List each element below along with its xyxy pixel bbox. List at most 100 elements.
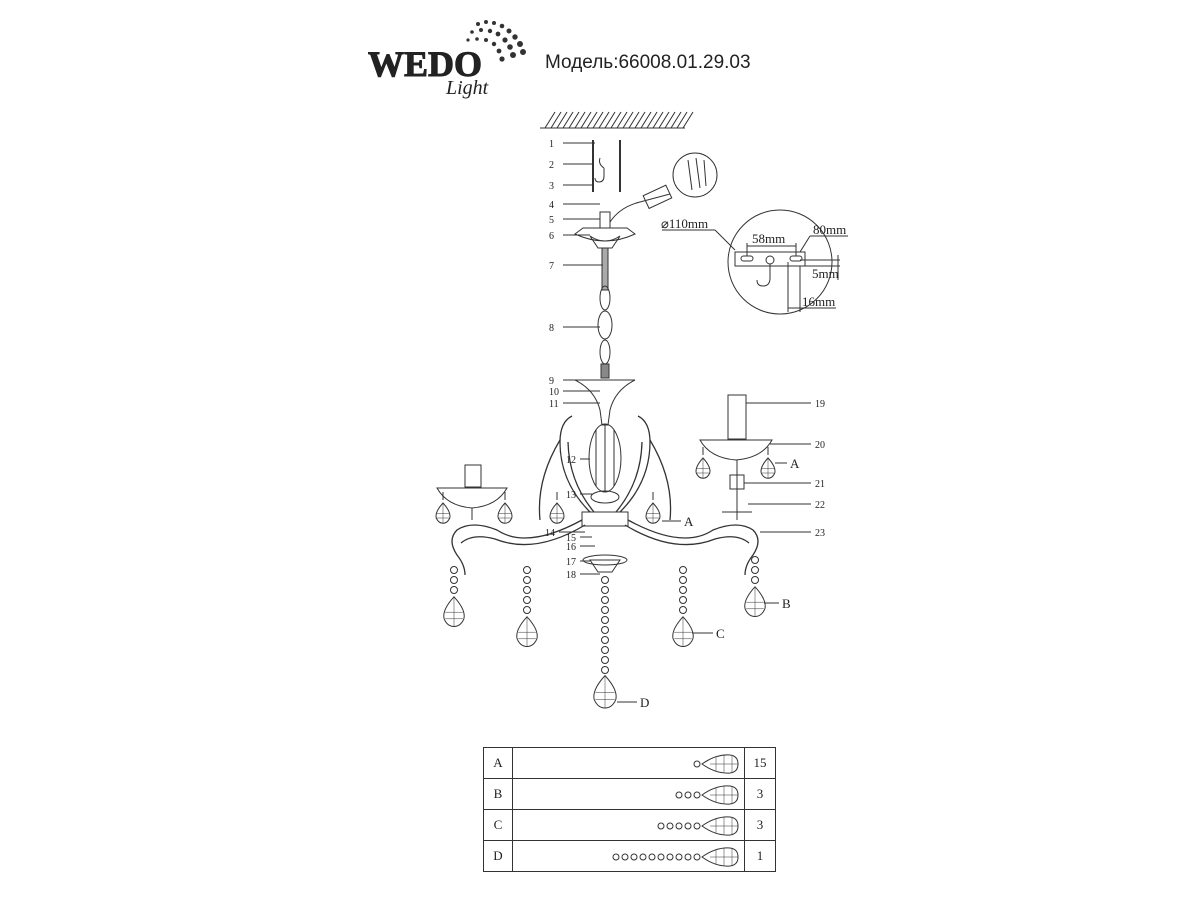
crystal-table-row: C 3 bbox=[483, 809, 776, 841]
crystal-strand-icon bbox=[693, 754, 739, 774]
hole-spacing-label: 58mm bbox=[752, 231, 785, 246]
crystal-strand-icon bbox=[675, 785, 739, 805]
brand-logo: WEDO Light bbox=[368, 14, 538, 104]
part-label-15: 15 bbox=[566, 533, 576, 544]
diameter-label: ⌀110mm bbox=[661, 216, 708, 231]
crystal-type: A bbox=[483, 747, 513, 779]
crystal-bead bbox=[679, 596, 687, 604]
crystal-facets bbox=[595, 675, 615, 708]
crystal-bead bbox=[679, 606, 687, 614]
mounting-screws bbox=[592, 140, 621, 192]
canopy bbox=[574, 211, 636, 291]
crystal-bead bbox=[601, 586, 609, 594]
crystal-bead bbox=[601, 666, 609, 674]
crystal-quantity: 15 bbox=[744, 747, 776, 779]
crystal-illustration bbox=[512, 809, 745, 841]
part-label-19: 19 bbox=[815, 399, 825, 410]
crystal-bead bbox=[523, 566, 531, 574]
ceiling-hatch bbox=[540, 111, 694, 129]
crystal-bead bbox=[601, 616, 609, 624]
crystal-facets bbox=[762, 458, 774, 479]
mount-plate-detail: ⌀110mm 58mm 80mm 5mm 16mm bbox=[661, 209, 848, 315]
crystal-bead bbox=[751, 566, 759, 574]
chain bbox=[597, 285, 613, 379]
crystal-strand-icon bbox=[612, 847, 739, 867]
crystal-facets bbox=[445, 596, 463, 627]
part-label-8: 8 bbox=[549, 323, 554, 334]
crystal-bead bbox=[523, 606, 531, 614]
crystal-quantity: 1 bbox=[744, 840, 776, 872]
right-candle-cup bbox=[699, 394, 773, 520]
part-label-1: 1 bbox=[549, 139, 554, 150]
chandelier-body bbox=[574, 379, 636, 573]
part-label-20: 20 bbox=[815, 440, 825, 451]
part-label-17: 17 bbox=[566, 557, 576, 568]
part-label-18: 18 bbox=[566, 570, 576, 581]
crystal-table-row: A 15 bbox=[483, 747, 776, 779]
crystal-bead bbox=[679, 566, 687, 574]
brand-sub: Light bbox=[445, 77, 489, 99]
crystal-facets bbox=[437, 503, 449, 524]
part-label-23: 23 bbox=[815, 528, 825, 539]
crystal-facets bbox=[499, 503, 511, 524]
crystal-facets bbox=[697, 458, 709, 479]
crystal-facets bbox=[746, 586, 764, 617]
crystal-callout-A: A bbox=[790, 456, 800, 471]
crystal-facets bbox=[647, 503, 659, 524]
part-label-16: 16 bbox=[566, 542, 576, 553]
crystal-bead bbox=[601, 646, 609, 654]
crystal-facets bbox=[551, 503, 563, 524]
part-label-3: 3 bbox=[549, 181, 554, 192]
crystal-facets bbox=[518, 616, 536, 647]
part-label-9: 9 bbox=[549, 376, 554, 387]
offset-label: 16mm bbox=[802, 294, 835, 309]
crystal-callout-B: B bbox=[782, 596, 791, 611]
crystal-bead bbox=[523, 576, 531, 584]
crystal-type: D bbox=[483, 840, 513, 872]
part-label-14: 14 bbox=[545, 528, 555, 539]
crystal-bead bbox=[751, 576, 759, 584]
crystal-bead bbox=[601, 636, 609, 644]
crystal-illustration bbox=[512, 840, 745, 872]
crystal-illustration bbox=[512, 778, 745, 810]
crystal-quantity: 3 bbox=[744, 809, 776, 841]
crystal-strand-icon bbox=[657, 816, 739, 836]
crystal-bead bbox=[601, 596, 609, 604]
crystal-illustration bbox=[512, 747, 745, 779]
chandelier-arms bbox=[451, 415, 759, 576]
left-candle-cup bbox=[436, 464, 508, 520]
crystal-bead bbox=[523, 586, 531, 594]
part-label-5: 5 bbox=[549, 215, 554, 226]
part-label-4: 4 bbox=[549, 200, 554, 211]
crystal-type: B bbox=[483, 778, 513, 810]
part-label-7: 7 bbox=[549, 261, 554, 272]
part-label-6: 6 bbox=[549, 231, 554, 242]
part-label-13: 13 bbox=[566, 490, 576, 501]
crystal-bead bbox=[679, 576, 687, 584]
crystal-callout-D: D bbox=[640, 695, 649, 710]
part-label-11: 11 bbox=[549, 399, 559, 410]
plate-length-label: 80mm bbox=[813, 222, 846, 237]
thickness-label: 5mm bbox=[812, 266, 839, 281]
model-number: Модель:66008.01.29.03 bbox=[545, 52, 751, 73]
crystal-quantity: 3 bbox=[744, 778, 776, 810]
crystal-bead bbox=[450, 576, 458, 584]
part-label-12: 12 bbox=[566, 455, 576, 466]
part-label-21: 21 bbox=[815, 479, 825, 490]
crystal-bead bbox=[450, 586, 458, 594]
crystal-facets bbox=[674, 616, 692, 647]
crystal-bead bbox=[601, 606, 609, 614]
crystal-callout-C: C bbox=[716, 626, 725, 641]
logo-dot-swirl bbox=[466, 20, 526, 62]
crystal-drops bbox=[435, 447, 776, 709]
crystal-bead bbox=[751, 556, 759, 564]
part-label-2: 2 bbox=[549, 160, 554, 171]
crystal-bead bbox=[523, 596, 531, 604]
crystal-bead bbox=[601, 576, 609, 584]
brand-name: WEDO bbox=[368, 44, 482, 84]
wire-connector bbox=[609, 152, 718, 223]
